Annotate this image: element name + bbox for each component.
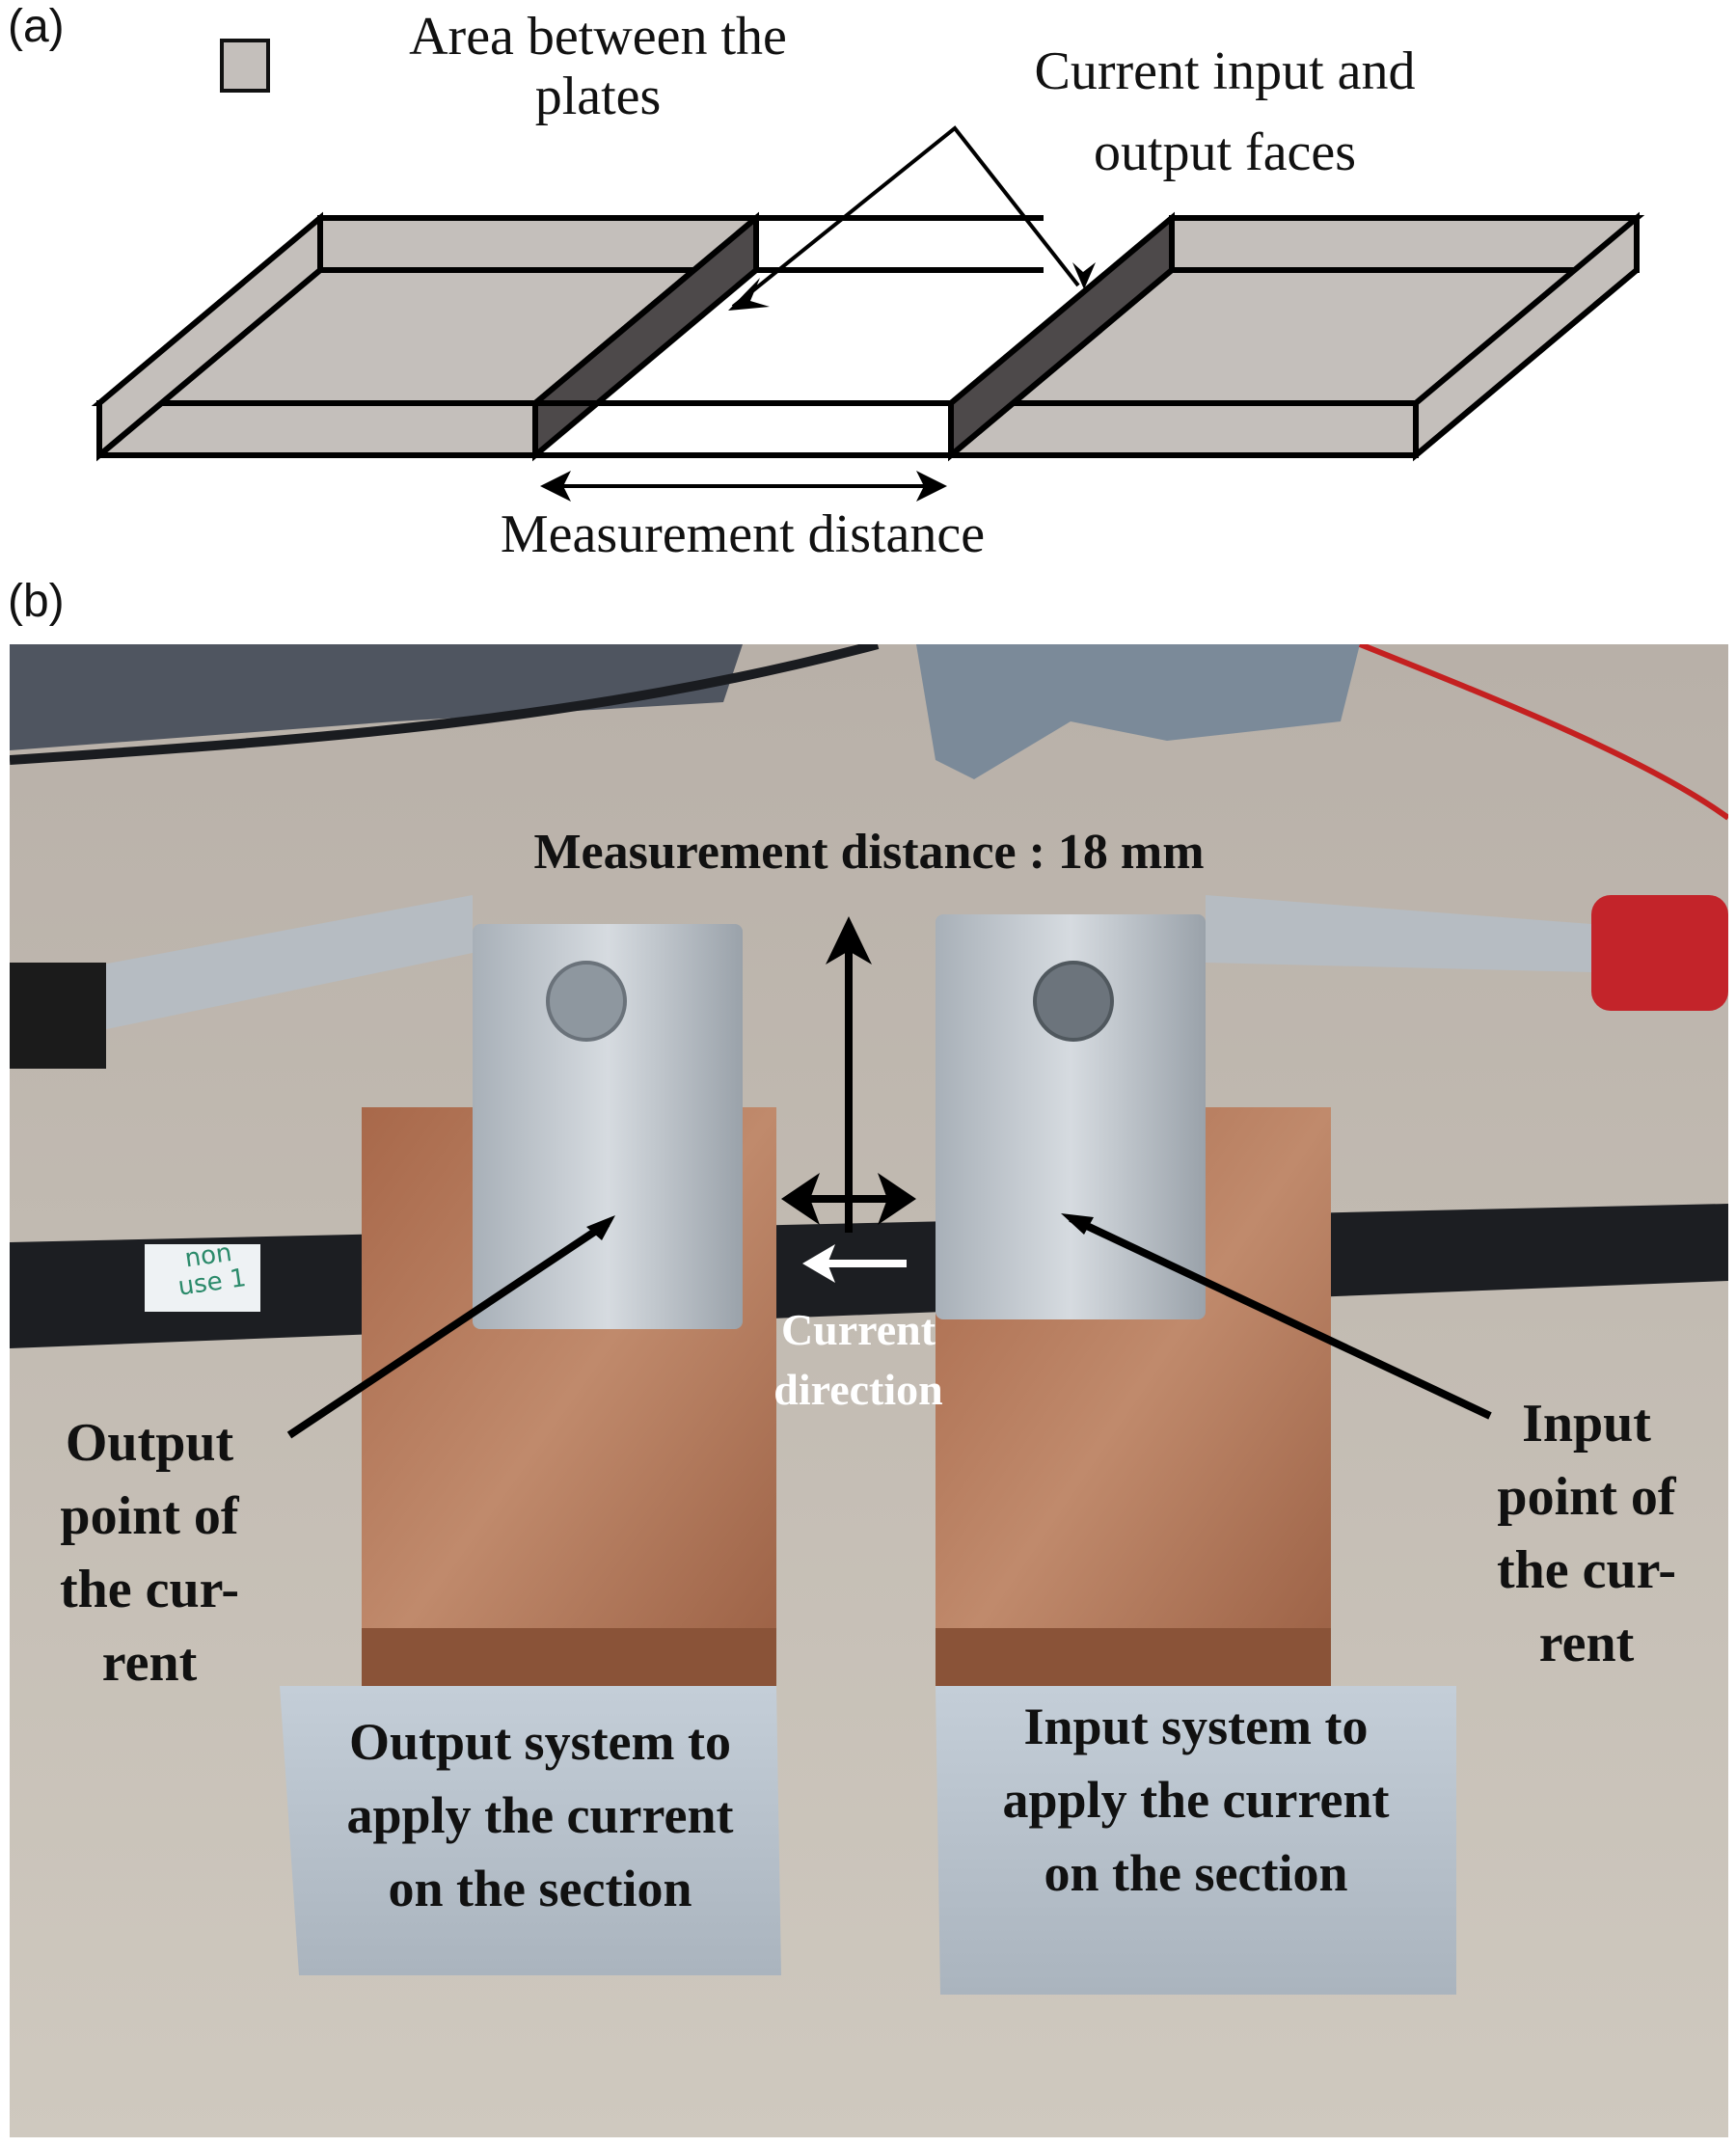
right-plate-back bbox=[1169, 215, 1640, 273]
output-point-pointer bbox=[286, 1219, 610, 1439]
output-point-label: Output point of the cur- rent bbox=[19, 1406, 280, 1699]
grey-box bbox=[916, 644, 1360, 779]
output-point-line: Output bbox=[65, 1413, 234, 1473]
output-system-label: Output system to apply the current on th… bbox=[289, 1705, 791, 1925]
current-direction-line2: direction bbox=[773, 1365, 943, 1414]
left-alligator-clip bbox=[10, 895, 473, 1049]
left-plate-back bbox=[317, 215, 759, 273]
photo-scene bbox=[10, 644, 1728, 2137]
current-direction-arrowhead bbox=[802, 1244, 835, 1283]
input-point-line: point of bbox=[1497, 1467, 1676, 1527]
input-system-line: Input system to bbox=[1023, 1698, 1369, 1755]
faces-label-line1: Current input and bbox=[1034, 41, 1416, 101]
legend-swatch bbox=[220, 39, 270, 93]
right-screw bbox=[1033, 961, 1114, 1042]
sample-tag bbox=[145, 1244, 260, 1312]
measurement-arrowhead-left bbox=[781, 1173, 820, 1225]
red-cable bbox=[1358, 644, 1728, 821]
input-point-line: the cur- bbox=[1496, 1540, 1677, 1600]
faces-arrowhead-right bbox=[1072, 262, 1096, 289]
output-system-line: apply the current bbox=[346, 1786, 734, 1844]
panel-b-label: (b) bbox=[8, 576, 65, 627]
distance-arrowhead-right bbox=[916, 471, 947, 502]
right-plate-front bbox=[948, 400, 1419, 458]
right-clamp-block bbox=[936, 914, 1206, 1319]
right-alligator-clip bbox=[1206, 895, 1591, 972]
measurement-arrowhead-up bbox=[826, 916, 872, 965]
black-cable bbox=[10, 644, 880, 765]
input-system-line: apply the current bbox=[1002, 1771, 1390, 1829]
faces-callout-line bbox=[731, 125, 1080, 309]
input-system-line: on the section bbox=[1044, 1844, 1348, 1902]
faces-label: Current input and output faces bbox=[955, 41, 1495, 183]
input-point-pointer bbox=[1069, 1214, 1492, 1420]
measurement-arrowhead-right bbox=[878, 1173, 916, 1225]
legend-text-line1: Area between the bbox=[409, 7, 787, 67]
left-aluminium-base bbox=[280, 1686, 781, 1975]
input-point-label: Input point of the cur- rent bbox=[1456, 1387, 1717, 1680]
faces-label-line2: output faces bbox=[1093, 122, 1357, 182]
current-direction-line1: Current bbox=[780, 1305, 936, 1354]
left-plate-front bbox=[96, 400, 538, 458]
plates-diagram bbox=[91, 125, 1645, 502]
right-aluminium-base bbox=[936, 1686, 1456, 1995]
input-point-line: Input bbox=[1522, 1394, 1651, 1454]
distance-label: Measurement distance bbox=[500, 504, 986, 564]
left-screw bbox=[546, 961, 627, 1042]
measurement-distance-title: Measurement distance : 18 mm bbox=[533, 825, 1205, 880]
distance-arrowhead-left bbox=[540, 471, 571, 502]
current-direction-label: Current direction bbox=[723, 1300, 993, 1420]
apparatus-photo: Measurement distance : 18 mm non use 1 C… bbox=[10, 644, 1728, 2137]
output-point-line: the cur- bbox=[59, 1560, 240, 1619]
left-probe-handle bbox=[10, 963, 106, 1069]
output-point-line: point of bbox=[60, 1486, 239, 1546]
left-clamp-block bbox=[473, 924, 743, 1329]
background-device bbox=[10, 644, 743, 750]
input-point-line: rent bbox=[1538, 1614, 1635, 1673]
panel-a-label: (a) bbox=[8, 1, 65, 52]
faces-arrowhead-left bbox=[728, 278, 770, 311]
input-system-label: Input system to apply the current on the… bbox=[945, 1690, 1447, 1910]
legend-text: Area between the plates bbox=[318, 6, 878, 127]
right-probe-handle bbox=[1591, 895, 1728, 1011]
legend-text-line2: plates bbox=[534, 67, 662, 126]
output-point-line: rent bbox=[101, 1633, 198, 1693]
output-system-line: Output system to bbox=[348, 1713, 731, 1771]
output-system-line: on the section bbox=[388, 1860, 692, 1917]
